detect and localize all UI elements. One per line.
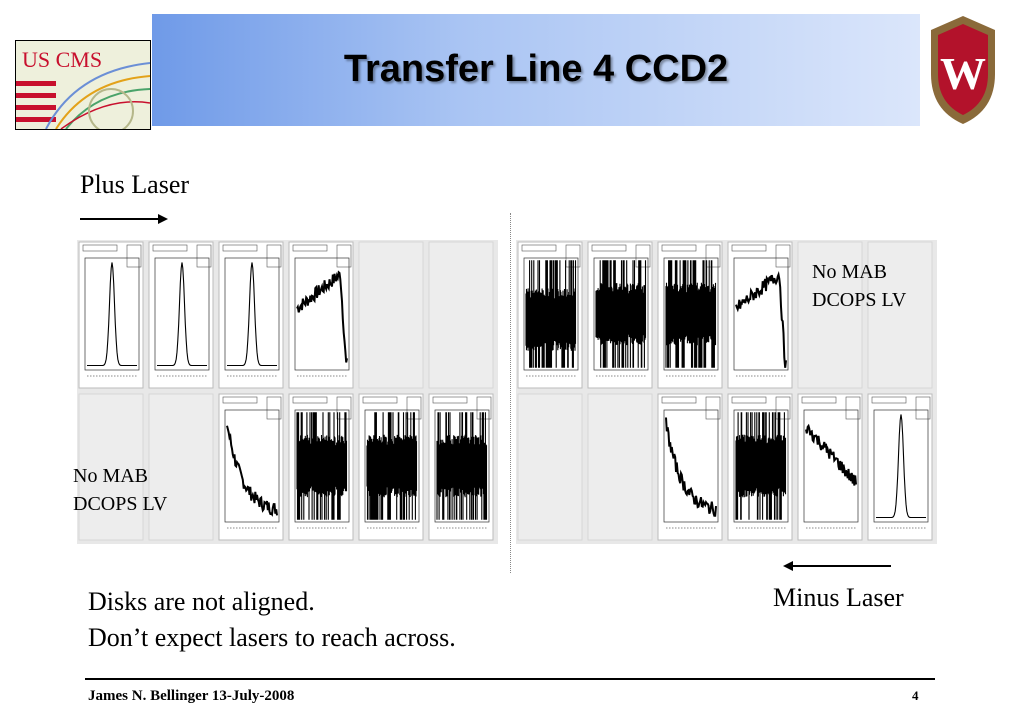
footer-divider bbox=[85, 678, 935, 680]
plus-laser-arrow bbox=[80, 214, 168, 224]
page-number: 4 bbox=[912, 688, 919, 703]
histogram-thumbnail bbox=[657, 241, 723, 389]
histogram-thumbnail bbox=[218, 241, 284, 389]
histogram-thumbnail bbox=[587, 241, 653, 389]
plot-panel-plus bbox=[77, 240, 498, 544]
slide-title: Transfer Line 4 CCD2 bbox=[343, 48, 729, 90]
crest-letter: W bbox=[940, 48, 986, 99]
histogram-thumbnail bbox=[867, 393, 933, 541]
right-plot-grid bbox=[517, 241, 933, 541]
histogram-thumbnail bbox=[148, 241, 214, 389]
histogram-thumbnail bbox=[78, 241, 144, 389]
minus-laser-arrow bbox=[783, 561, 891, 571]
annotation-bottom-left-line2: DCOPS LV bbox=[73, 493, 168, 515]
histogram-thumbnail bbox=[657, 393, 723, 541]
annotation-bottom-left-line1: No MAB bbox=[73, 465, 149, 487]
empty-plot-cell bbox=[587, 393, 653, 541]
empty-plot-cell bbox=[358, 241, 424, 389]
plus-laser-label: Plus Laser bbox=[80, 170, 190, 199]
note-line-1: Disks are not aligned. bbox=[88, 587, 315, 616]
panel-divider bbox=[510, 213, 511, 573]
minus-laser-label: Minus Laser bbox=[773, 583, 904, 612]
annotation-top-right-line1: No MAB bbox=[812, 261, 888, 283]
histogram-thumbnail bbox=[218, 393, 284, 541]
empty-plot-cell bbox=[797, 241, 863, 389]
histogram-thumbnail bbox=[727, 241, 793, 389]
footer-author: James N. Bellinger 13-July-2008 bbox=[88, 688, 295, 704]
uscms-logo: US CMS bbox=[15, 40, 151, 130]
logo-text: US CMS bbox=[22, 47, 102, 72]
empty-plot-cell bbox=[148, 393, 214, 541]
note-line-2: Don’t expect lasers to reach across. bbox=[88, 623, 456, 652]
left-plot-grid bbox=[78, 241, 494, 541]
empty-plot-cell bbox=[428, 241, 494, 389]
histogram-thumbnail bbox=[358, 393, 424, 541]
histogram-thumbnail bbox=[517, 241, 583, 389]
histogram-thumbnail bbox=[288, 241, 354, 389]
annotation-top-right-line2: DCOPS LV bbox=[812, 289, 907, 311]
histogram-thumbnail bbox=[288, 393, 354, 541]
empty-plot-cell bbox=[867, 241, 933, 389]
histogram-thumbnail bbox=[727, 393, 793, 541]
empty-plot-cell bbox=[517, 393, 583, 541]
plot-panel-minus bbox=[516, 240, 937, 544]
header-bar bbox=[152, 14, 920, 126]
empty-plot-cell bbox=[78, 393, 144, 541]
histogram-thumbnail bbox=[428, 393, 494, 541]
histogram-thumbnail bbox=[797, 393, 863, 541]
uw-crest-logo: W bbox=[925, 14, 1001, 126]
